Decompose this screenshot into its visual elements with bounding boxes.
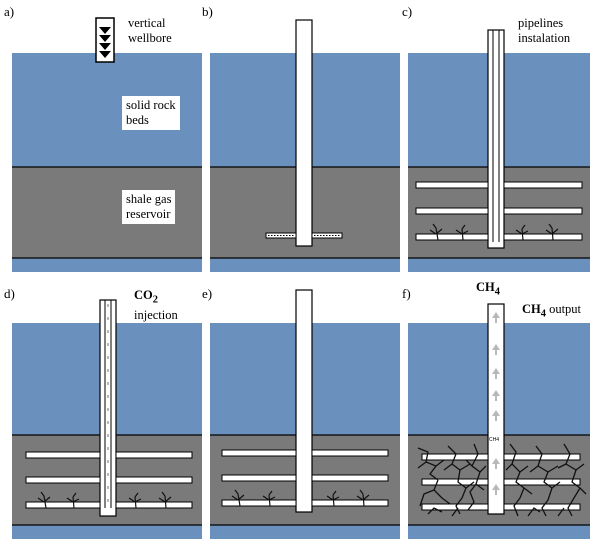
horizontal-pipe [25,476,101,484]
up-arrow-icon [492,344,500,350]
shale-reservoir-label: shale gas reservoir [122,190,176,224]
fractures [231,489,370,507]
up-arrow-icon [492,312,500,318]
output-word: output [545,302,582,316]
panel-b-scene [210,19,400,272]
panel-d: d) CO2 injection [4,276,202,544]
horizontal-pipe [415,207,489,215]
ch4-top-label: CH4 [476,280,500,300]
co2-subscript: 2 [152,294,158,306]
rock-beds-label: solid rock beds [122,96,180,130]
panel-d-scene [12,299,202,539]
bottom-layer [12,525,202,539]
bottom-layer [210,525,400,539]
horizontal-pipe [221,474,297,482]
rock-label-line2: beds [126,113,149,127]
upward-flow-arrows [492,312,500,495]
horizontal-pipe [421,503,489,511]
horizontal-pipe [311,474,389,482]
ch4-output-subscript: 4 [540,308,546,320]
vertical-wellbore [295,19,313,247]
panel-label-b: b) [202,4,213,19]
horizontal-pipe [221,499,297,507]
bottom-layer [210,258,400,272]
shale-label-line2: reservoir [126,207,171,221]
horizontal-pipe [115,476,193,484]
co2-label: CO2 [134,288,178,308]
fractures [429,223,559,241]
panel-label-a: a) [4,4,15,19]
horizontal-pipe [25,451,101,459]
horizontal-pipe [25,501,101,509]
up-arrow-icon [492,410,500,416]
ch4-top-text: CH [476,280,495,294]
pipelines-label-line1: pipelines [518,16,564,30]
horizontal-pipe [503,181,583,189]
panel-label-d: d) [4,286,15,301]
wellbore-label-line1: vertical [128,16,166,30]
panel-f: f) [402,276,598,544]
bottom-layer [12,258,202,272]
panel-f-scene: CH4 [408,303,590,539]
injection-label: injection [134,307,178,322]
wellbore-label: vertical wellbore [124,14,176,48]
horizontal-pipe [415,181,489,189]
horizontal-pipe [115,501,193,509]
panel-c-scene [408,29,590,272]
pipelines-label-line2: instalation [518,31,571,45]
panel-a: a) vertical wellbore solid rock beds [4,0,202,272]
up-arrow-icon [492,368,500,374]
panel-label-e: e) [202,286,213,301]
panel-e-scene [210,289,400,539]
up-arrow-icon [492,484,500,490]
horizontal-pipe [311,499,389,507]
panel-a-scene [12,17,202,272]
horizontal-pipe [503,207,583,215]
panel-label-c: c) [402,4,413,19]
horizontal-pipe [311,449,389,457]
horizontal-pipe [415,233,489,241]
panel-c: c) pipelines instalation [402,0,598,272]
up-arrow-icon [492,390,500,396]
panel-label-f: f) [402,286,411,301]
co2-injection-label: CO2 injection [130,286,182,325]
pipe-ch4-label: CH4 [489,437,499,443]
ch4-top-subscript: 4 [494,286,500,298]
wellbore-label-line2: wellbore [128,31,172,45]
vertical-wellbore [295,289,313,513]
ch4-output-label: CH4 output [518,300,585,324]
shale-label-line1: shale gas [126,192,172,206]
fractures [37,491,172,509]
co2-text: CO [134,288,153,302]
horizontal-pipe [503,478,581,486]
bottom-layer [408,525,590,539]
ch4-output-text: CH [522,302,541,316]
horizontal-pipe [421,478,489,486]
bottom-layer [408,258,590,272]
panel-b: b) [202,0,400,272]
horizontal-pipe [115,451,193,459]
horizontal-pipe [503,233,583,241]
vertical-wellbore [487,303,505,515]
up-arrow-icon [492,458,500,464]
panel-e: e) [202,276,400,544]
vertical-wellbore [487,29,505,249]
down-arrows-icon [99,27,111,58]
extensive-fractures [417,443,587,517]
rock-label-line1: solid rock [126,98,176,112]
horizontal-pipe [221,449,297,457]
pipelines-label: pipelines instalation [514,14,574,48]
